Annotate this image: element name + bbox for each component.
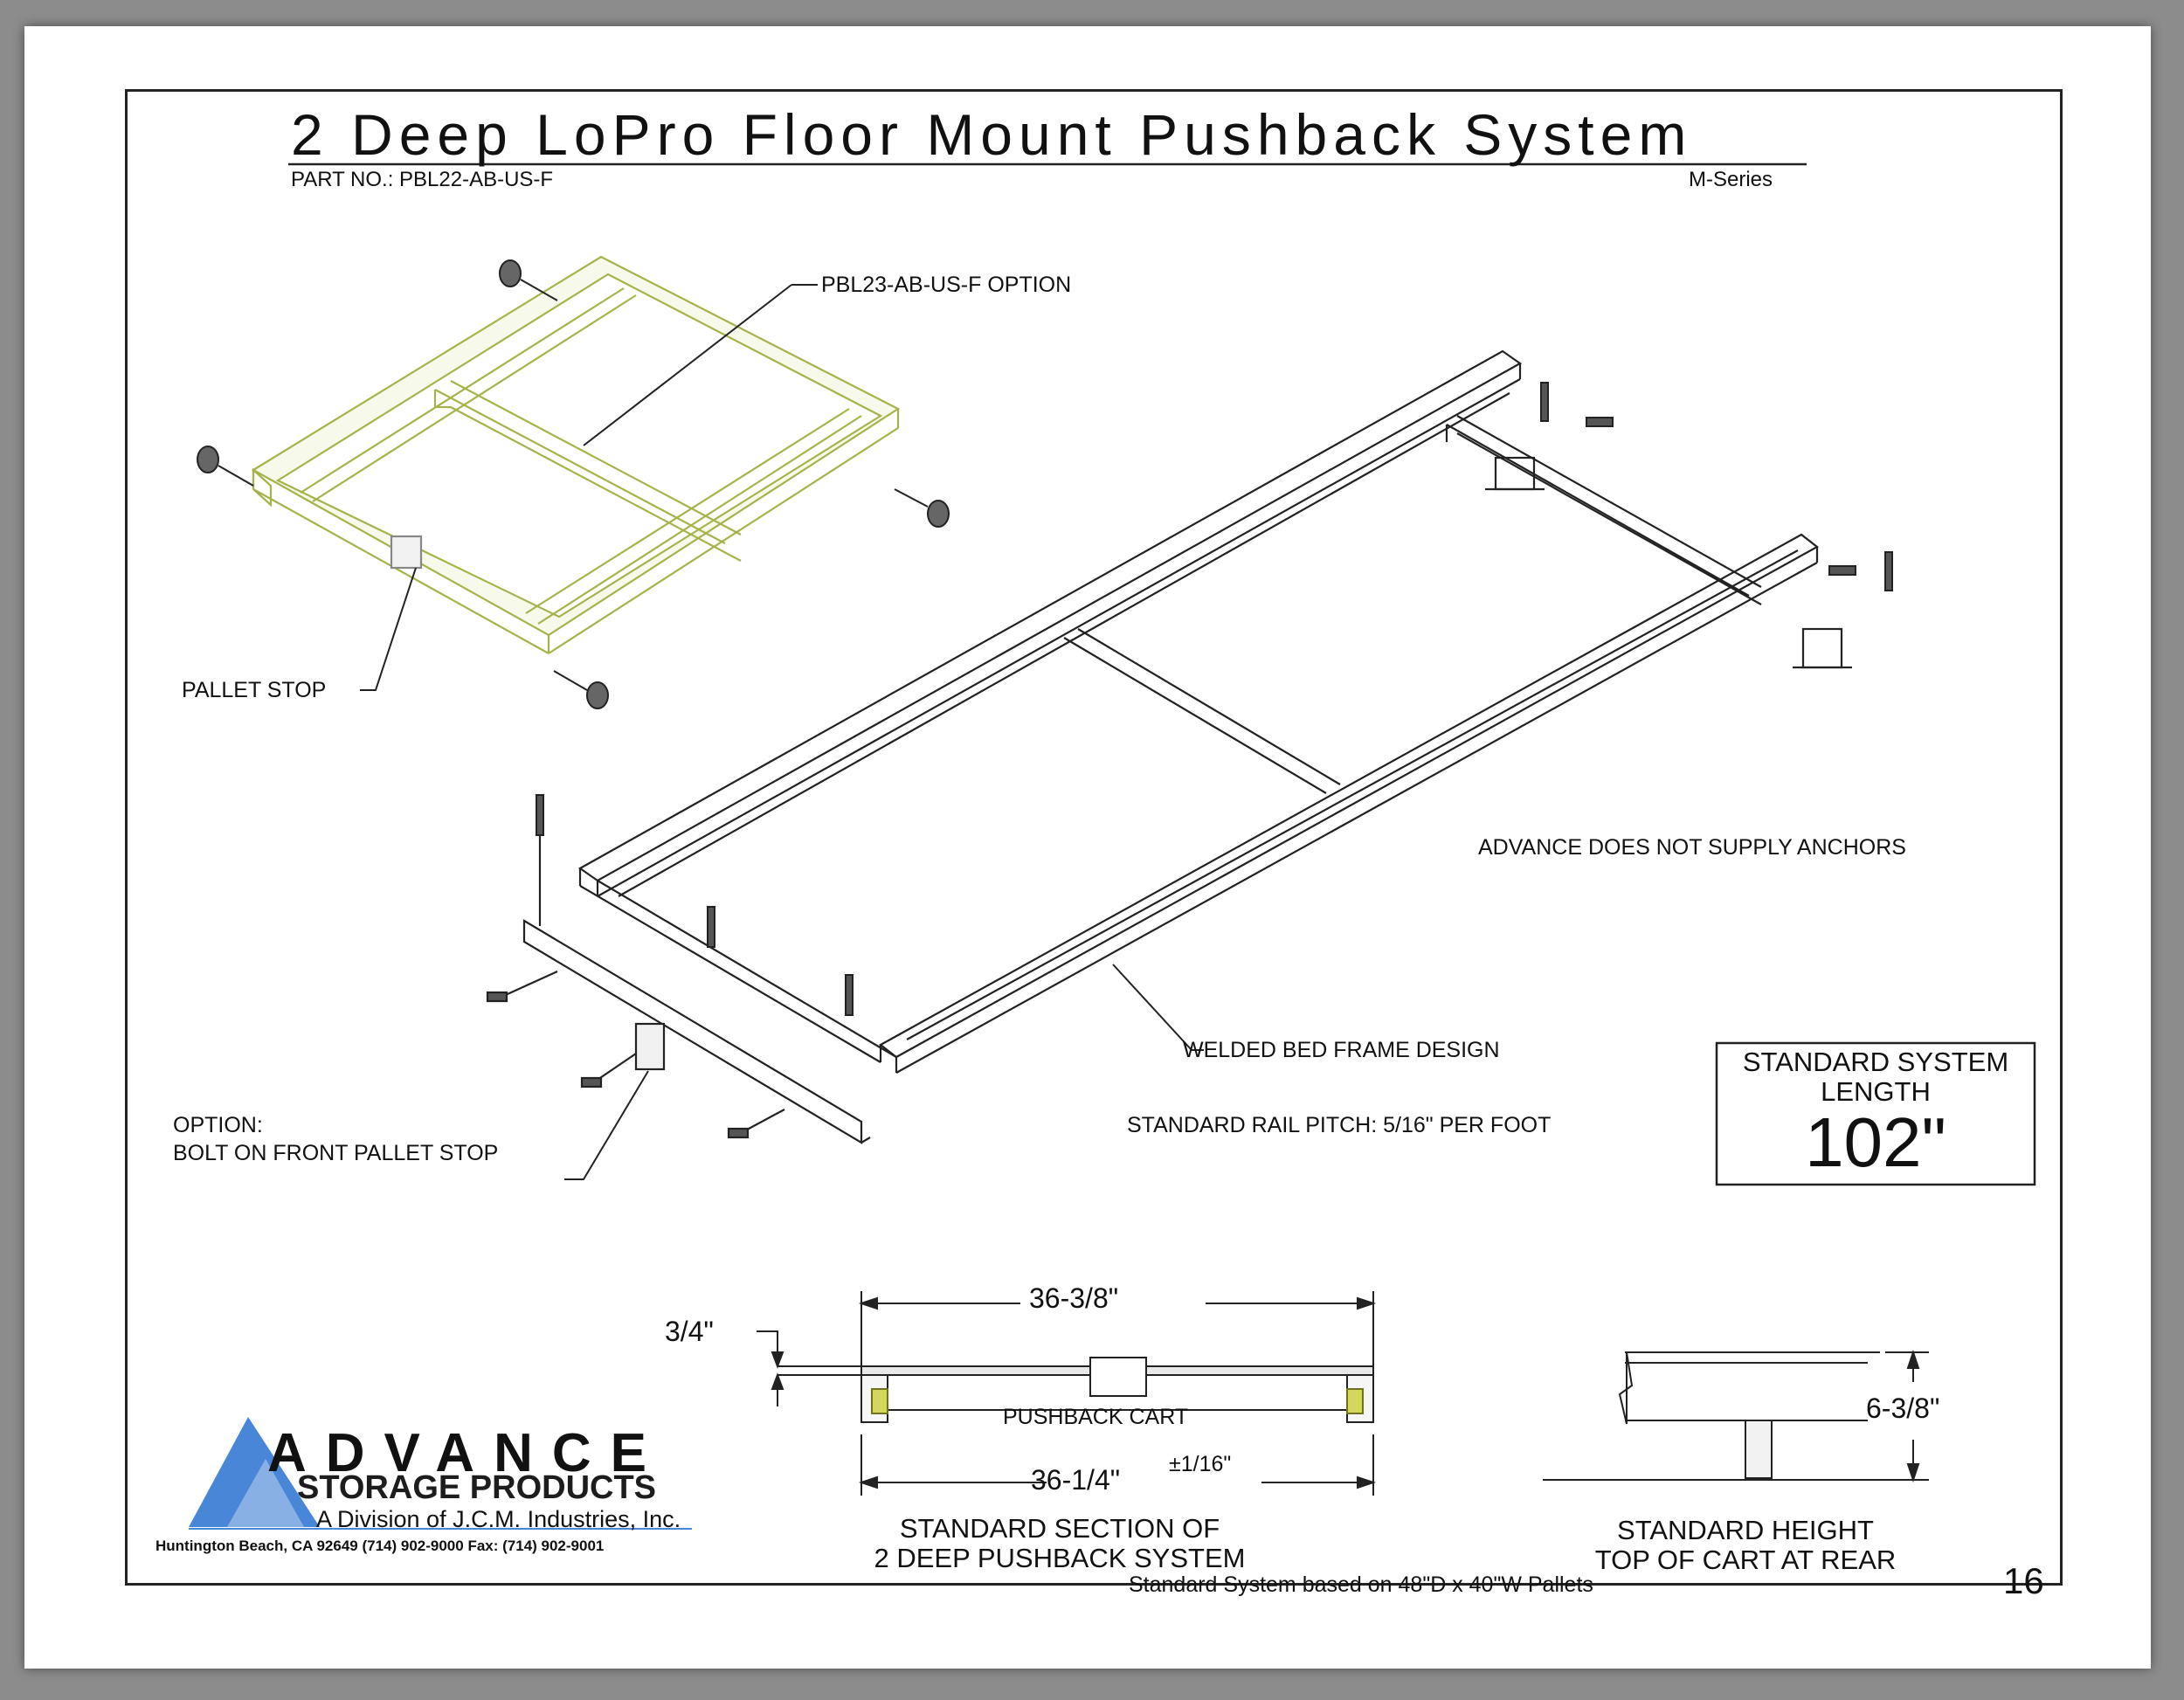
logo-brand: ADVANCE: [267, 1423, 666, 1483]
leader-option: [583, 284, 792, 446]
height-detail: [1543, 1349, 1929, 1483]
section-dim-tolerance: ±1/16": [1169, 1452, 1232, 1476]
page-title: 2 Deep LoPro Floor Mount Pushback System: [291, 102, 1693, 167]
logo-triangle-icon: [189, 1417, 320, 1527]
height-caption-line2: TOP OF CART AT REAR: [1594, 1545, 1897, 1575]
callout-bolt-pallet-stop: BOLT ON FRONT PALLET STOP: [173, 1141, 499, 1165]
section-dim-bottom: 36-1/4": [1031, 1464, 1121, 1496]
drawing-border: [125, 89, 2063, 1586]
advance-logo-mark: [189, 1417, 692, 1530]
drawing-sheet: 2 Deep LoPro Floor Mount Pushback System…: [24, 26, 2151, 1669]
section-caption-line2: 2 DEEP PUSHBACK SYSTEM: [874, 1543, 1246, 1573]
callout-option-cart: PBL23-AB-US-F OPTION: [821, 273, 1072, 297]
logo-address: Huntington Beach, CA 92649 (714) 902-900…: [156, 1538, 605, 1554]
leader-bolt-option: [564, 1070, 649, 1180]
system-length-line2: LENGTH: [1821, 1076, 1931, 1107]
section-caption-line1: STANDARD SECTION OF: [899, 1513, 1220, 1544]
callout-rail-pitch: STANDARD RAIL PITCH: 5/16" PER FOOT: [1127, 1113, 1552, 1137]
section-dim-top: 36-3/8": [1029, 1282, 1119, 1314]
welded-bed-frame: [577, 349, 1852, 1074]
system-length-line1: STANDARD SYSTEM: [1742, 1047, 2009, 1077]
cart-wheels: [197, 259, 950, 709]
technical-drawing: [189, 162, 2036, 1530]
height-dim: 6-3/8": [1866, 1392, 1940, 1424]
height-caption-line1: STANDARD HEIGHT: [1617, 1515, 1874, 1545]
footer-note: Standard System based on 48"D x 40"W Pal…: [1129, 1572, 1593, 1597]
logo-sub: STORAGE PRODUCTS: [297, 1469, 657, 1506]
section-view: [757, 1291, 1377, 1496]
section-cart-label: PUSHBACK CART: [1003, 1405, 1189, 1429]
pushback-cart-option: [251, 255, 901, 654]
leader-pallet-stop: [360, 567, 417, 691]
callout-anchors-note: ADVANCE DOES NOT SUPPLY ANCHORS: [1478, 835, 1906, 860]
frame-anchors: [536, 382, 1893, 1016]
leader-welded-frame: [1112, 964, 1204, 1051]
series-label: M-Series: [1689, 168, 1773, 191]
callout-option-label: OPTION:: [173, 1113, 263, 1137]
callout-pallet-stop: PALLET STOP: [182, 678, 327, 702]
logo-division: A Division of J.C.M. Industries, Inc.: [316, 1506, 681, 1532]
bolt-on-pallet-stop: [486, 835, 871, 1144]
callout-welded-frame: WELDED BED FRAME DESIGN: [1183, 1038, 1500, 1062]
system-length-box: [1715, 1041, 2036, 1186]
part-number: PART NO.: PBL22-AB-US-F: [291, 168, 554, 191]
page-number: 16: [2003, 1560, 2044, 1601]
system-length-value: 102": [1805, 1103, 1946, 1181]
section-dim-left: 3/4": [665, 1316, 714, 1347]
